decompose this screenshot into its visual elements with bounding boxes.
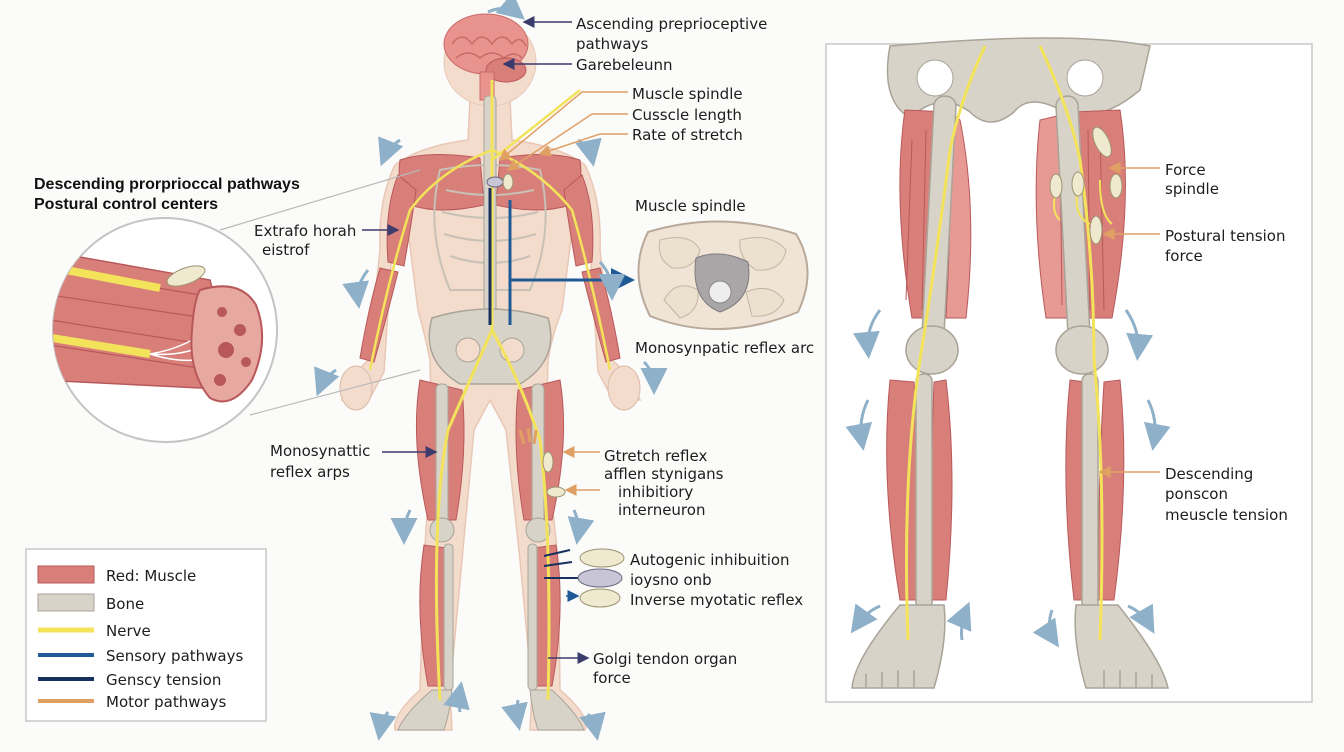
legend-item-bone: Bone: [37, 593, 144, 613]
legend-label-tension: Genscy tension: [106, 671, 221, 689]
label-rate-stretch: Rate of stretch: [632, 126, 743, 144]
label-descending-tension-1: Descending: [1165, 465, 1253, 483]
label-force-spindle-1: Force: [1165, 161, 1206, 179]
legend-item-nerve: Nerve: [38, 622, 151, 640]
label-monosynaptic-arc: Monosynpatic reflex arc: [635, 339, 814, 357]
legend-label-nerve: Nerve: [106, 622, 151, 640]
label-stretch-reflex-2: afflen stynigans: [604, 465, 724, 483]
label-descending-tension-3: meuscle tension: [1165, 506, 1288, 524]
legend-label-motor: Motor pathways: [106, 693, 227, 711]
body-figure: [339, 13, 642, 731]
hand-right: [607, 365, 641, 411]
label-muscle-length: Cusscle length: [632, 106, 742, 124]
label-descending-tension-2: ponscon: [1165, 485, 1228, 503]
upper-arm-right: [563, 174, 594, 267]
legend-item-motor: Motor pathways: [38, 693, 227, 711]
label-postural-tension-2: force: [1165, 247, 1203, 265]
legend-label-sensory: Sensory pathways: [106, 647, 243, 665]
legend: Red: Muscle Bone Nerve Sensory pathways …: [25, 548, 267, 722]
legend-item-muscle: Red: Muscle: [37, 565, 196, 585]
tendon-capsule-3: [579, 588, 621, 608]
label-inhibitory-1: inhibitiory: [618, 483, 693, 501]
label-monosynaptic-arps-1: Monosynattic: [270, 442, 370, 460]
legend-item-sensory: Sensory pathways: [38, 647, 243, 665]
label-inhibitory-2: interneuron: [618, 501, 705, 519]
label-descending-title-1: Descending prorprioccal pathways: [34, 176, 300, 193]
legend-item-tension: Genscy tension: [38, 671, 221, 689]
tendon-capsule-2: [577, 568, 623, 588]
label-extrafusal-2: eistrof: [262, 241, 310, 259]
label-golgi-1: Golgi tendon organ: [593, 650, 737, 668]
label-monosynaptic-arps-2: reflex arps: [270, 463, 350, 481]
pelvis: [428, 308, 552, 385]
label-cerebellum: Garebeleunn: [576, 56, 673, 74]
label-descending-title-2: Postural control centers: [34, 196, 218, 213]
label-golgi-2: force: [593, 669, 631, 687]
label-force-spindle-2: spindle: [1165, 180, 1219, 198]
label-ascending-1: Ascending preprioceptive: [576, 15, 767, 33]
label-autogenic: Autogenic inhibuition: [630, 551, 790, 569]
label-inverse: Inverse myotatic reflex: [630, 591, 803, 609]
label-muscle-spindle-top: Muscle spindle: [632, 85, 743, 103]
legend-label-bone: Bone: [106, 595, 144, 613]
labels: Ascending preprioceptive pathways Garebe…: [34, 15, 1288, 687]
movement-arrows: [314, 0, 668, 741]
label-postural-tension-1: Postural tension: [1165, 227, 1285, 245]
label-extrafusal-1: Extrafo horah: [254, 222, 356, 240]
zoom-spindle-capsule: [166, 265, 206, 287]
label-stretch-reflex-1: Gtretch reflex: [604, 447, 707, 465]
label-ioysno: ioysno onb: [630, 571, 712, 589]
legend-label-muscle: Red: Muscle: [106, 567, 196, 585]
pointer-lines: [362, 16, 1160, 664]
hand-left: [339, 365, 373, 411]
label-muscle-spindle-mid: Muscle spindle: [635, 197, 746, 215]
spindle-cross-section: [637, 220, 809, 331]
zoom-circle: [52, 169, 421, 443]
tendon-capsule-1: [579, 548, 625, 568]
label-ascending-2: pathways: [576, 35, 648, 53]
legs-panel: [825, 37, 1313, 703]
legend-swatch-bone: [37, 593, 95, 612]
nerve-spinal: [434, 80, 494, 701]
legend-swatch-muscle: [37, 565, 95, 584]
